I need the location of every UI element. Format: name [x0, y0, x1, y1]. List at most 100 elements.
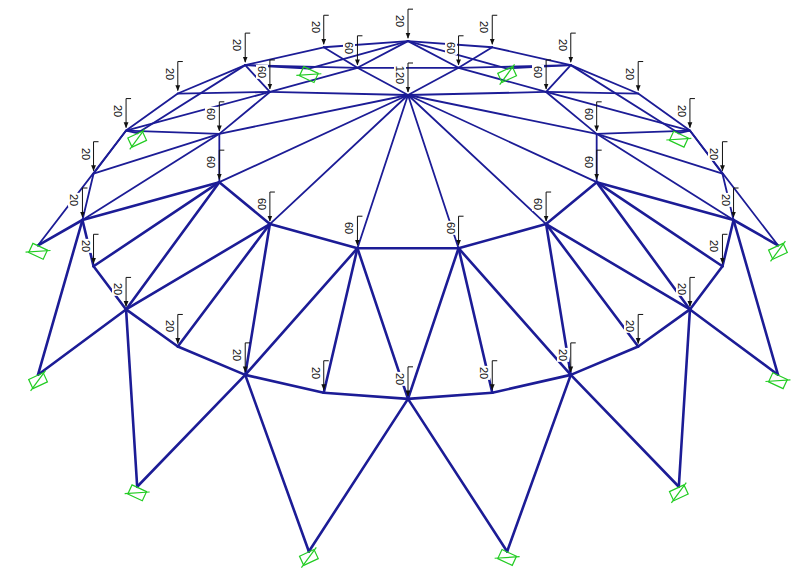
truss-member	[596, 134, 598, 182]
support-symbol	[666, 483, 691, 503]
load-tick	[245, 342, 250, 343]
load-arrow	[638, 314, 639, 343]
load-value: 20	[231, 38, 243, 52]
load-tick	[126, 277, 131, 278]
load-value: 20	[708, 147, 720, 161]
load-tick	[459, 216, 464, 217]
load-tick	[734, 188, 739, 189]
load-arrow	[689, 99, 690, 128]
truss-member	[408, 68, 459, 95]
truss-member	[408, 95, 597, 134]
load-arrow	[219, 102, 220, 131]
load-value: 20	[708, 239, 720, 253]
truss-member	[245, 224, 270, 375]
support-line	[666, 129, 691, 149]
truss-member	[408, 95, 459, 248]
load-tick	[94, 234, 99, 235]
truss-member	[94, 131, 127, 174]
load-arrow	[357, 36, 358, 65]
truss-member	[408, 393, 492, 399]
truss-member	[679, 309, 690, 486]
load-tick	[270, 192, 275, 193]
load-value: 20	[624, 66, 636, 80]
truss-member	[245, 65, 270, 92]
truss-member	[408, 95, 597, 182]
truss-member	[126, 131, 137, 134]
support-symbol	[666, 129, 691, 149]
load-arrow	[689, 277, 690, 306]
load-tick	[270, 59, 275, 60]
truss-member	[722, 220, 733, 266]
truss-member	[546, 65, 571, 92]
load-tick	[357, 216, 362, 217]
truss-member	[219, 95, 408, 134]
support-line	[296, 64, 321, 84]
load-arrow	[245, 33, 246, 62]
truss-member	[546, 224, 690, 309]
load-tick	[597, 101, 602, 102]
load-value: 20	[478, 20, 490, 34]
truss-member	[734, 220, 778, 245]
load-value: 20	[68, 193, 80, 207]
truss-member	[571, 65, 679, 133]
load-value: 20	[624, 319, 636, 333]
load-value: 60	[583, 155, 595, 169]
support-line	[666, 483, 691, 503]
truss-member	[245, 65, 309, 68]
truss-member	[597, 182, 690, 309]
support-line	[125, 129, 150, 149]
load-tick	[178, 314, 183, 315]
support-line	[296, 547, 321, 567]
load-arrow	[492, 15, 493, 44]
load-arrow	[570, 343, 571, 372]
truss-member	[408, 248, 459, 399]
load-tick	[546, 59, 551, 60]
load-tick	[571, 342, 576, 343]
truss-member	[38, 220, 82, 245]
truss-member	[597, 182, 723, 266]
load-value: 20	[164, 66, 176, 80]
load-arrow	[177, 62, 178, 91]
truss-member	[571, 346, 638, 374]
load-arrow	[492, 361, 493, 390]
truss-member	[324, 41, 408, 47]
load-value: 60	[583, 107, 595, 121]
load-value: 60	[532, 197, 544, 211]
support-symbol	[26, 371, 51, 391]
truss-member	[38, 309, 126, 374]
truss-member	[408, 41, 459, 68]
truss-member	[597, 182, 734, 220]
load-value: 20	[80, 239, 92, 253]
load-arrow	[323, 361, 324, 390]
load-arrow	[722, 142, 723, 171]
truss-member	[126, 309, 137, 486]
truss-member	[357, 248, 408, 399]
load-tick	[571, 33, 576, 34]
truss-member	[546, 92, 638, 94]
support-line	[765, 371, 790, 391]
load-value: 20	[310, 366, 322, 380]
load-tick	[408, 9, 413, 10]
load-arrow	[408, 63, 409, 92]
support-line	[26, 371, 51, 391]
load-tick	[638, 61, 643, 62]
truss-member	[270, 92, 408, 95]
truss-member	[178, 224, 270, 346]
load-tick	[722, 141, 727, 142]
load-value: 60	[343, 41, 355, 55]
load-value: 20	[720, 193, 732, 207]
load-arrow	[546, 60, 547, 89]
truss-member	[178, 65, 245, 93]
truss-member	[571, 375, 679, 487]
truss-member	[638, 309, 690, 346]
load-arrow	[219, 150, 220, 179]
load-value: 20	[557, 348, 569, 362]
truss-member	[546, 92, 690, 131]
load-value: 20	[394, 372, 406, 386]
truss-member	[126, 182, 219, 309]
truss-member	[690, 131, 723, 174]
load-tick	[219, 101, 224, 102]
truss-member	[178, 92, 270, 94]
